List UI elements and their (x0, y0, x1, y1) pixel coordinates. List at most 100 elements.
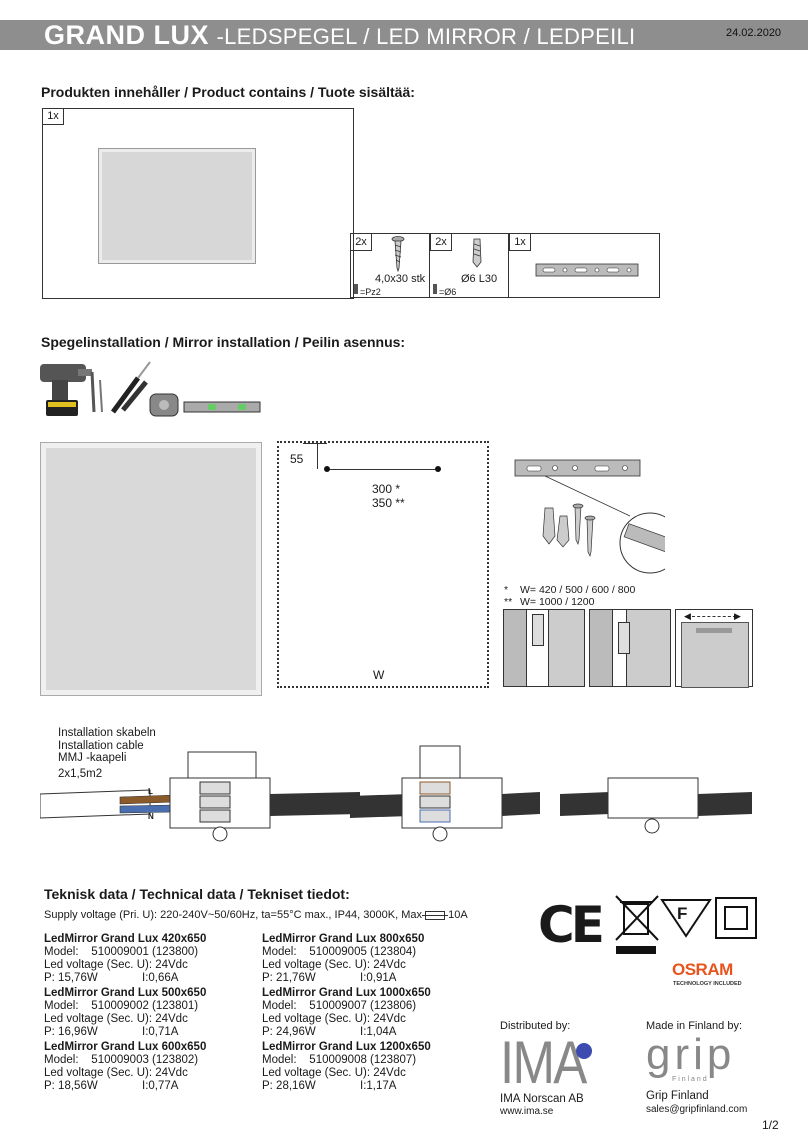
ima-logo: IMA (500, 1029, 587, 1096)
spec-block-3: LedMirror Grand Lux 600x650 Model: 51000… (44, 1041, 254, 1093)
mount-step-2 (589, 609, 671, 687)
dim-300: 300 * (372, 482, 401, 496)
spec-block-2: LedMirror Grand Lux 500x650 Model: 51000… (44, 987, 254, 1039)
page-title: GRAND LUX -LEDSPEGEL / LED MIRROR / LEDP… (44, 19, 635, 53)
fuse-icon (422, 910, 449, 920)
drill-hole-marker (324, 466, 330, 472)
page-number: 1/2 (762, 1118, 779, 1132)
distributed-label: Distributed by: (500, 1020, 571, 1032)
model-current: I:0,66A (142, 972, 179, 984)
model-power: P: 28,16W (262, 1080, 316, 1092)
drill-icon (40, 364, 92, 416)
cable-notes: Installation skabeln Installation cable … (58, 727, 156, 780)
arrow-left-icon: ◀ (684, 611, 691, 621)
model-current: I:0,77A (142, 1080, 179, 1092)
contents-title: Produkten innehåller / Product contains … (41, 84, 415, 100)
tools-illustration (40, 361, 261, 417)
class2-icon (715, 897, 757, 939)
made-by-label: Made in Finland by: (646, 1020, 742, 1032)
model-current: I:0,91A (360, 972, 397, 984)
installation-title: Spegelinstallation / Mirror installation… (41, 334, 406, 350)
mount-step-1 (503, 609, 585, 687)
tech-title: Teknisk data / Technical data / Tekniset… (44, 886, 350, 902)
dim-line (326, 469, 438, 470)
model-led: Led voltage (Sec. U): 24Vdc (262, 1013, 406, 1025)
model-led: Led voltage (Sec. U): 24Vdc (44, 1013, 188, 1025)
note1: W= 420 / 500 / 600 / 800 (520, 584, 636, 596)
model-current: I:0,71A (142, 1026, 179, 1038)
tape-measure-icon (149, 393, 179, 417)
plugs-note: =Ø6 (439, 287, 457, 297)
note2-mark: ** (504, 596, 513, 608)
model-led: Led voltage (Sec. U): 24Vdc (262, 959, 406, 971)
grip-logo: grip (646, 1030, 736, 1079)
wire-l-label: L (148, 787, 153, 796)
wire-n-label: N (148, 812, 154, 821)
dim-line (317, 443, 318, 469)
wall-outline (277, 441, 489, 688)
distributor-company: IMA Norscan AB (500, 1093, 584, 1105)
ima-logo-dot (576, 1043, 592, 1059)
model-power: P: 18,56W (44, 1080, 98, 1092)
drill-bits-icon (90, 371, 103, 413)
model-number: Model: 510009001 (123800) (44, 946, 199, 958)
mirror-qty: 1x (43, 109, 64, 125)
osram-sub: TECHNOLOGY INCLUDED (673, 981, 742, 987)
grip-logo-sub: F i n l a n d (672, 1076, 707, 1083)
bracket-icon (535, 263, 639, 277)
spirit-level-icon (183, 401, 261, 413)
screwdrivers-icon (110, 361, 151, 414)
drill-bit-icon (433, 284, 437, 294)
dim-55: 55 (290, 452, 304, 466)
screwdriver-icon (354, 284, 358, 294)
arrow-right-icon: ▶ (734, 611, 741, 621)
bracket-detail-illustration (514, 459, 665, 574)
supply-voltage: Supply voltage (Pri. U): 220-240V~50/60H… (44, 909, 468, 921)
cable-line-3: MMJ -kaapeli (58, 752, 127, 764)
hardware-box: 2x 4,0x30 stk =Pz2 2x Ø6 L30 =Ø6 1x (350, 233, 660, 298)
dim-350: 350 ** (372, 496, 405, 510)
model-name: LedMirror Grand Lux 420x650 (44, 933, 207, 945)
cable-line-1: Installation skabeln (58, 727, 156, 739)
cable-line-4: 2x1,5m2 (58, 767, 103, 780)
screws-note: =Pz2 (360, 287, 381, 297)
model-number: Model: 510009008 (123807) (262, 1054, 417, 1066)
model-number: Model: 510009003 (123802) (44, 1054, 199, 1066)
maker-company: Grip Finland (646, 1090, 709, 1102)
model-power: P: 16,96W (44, 1026, 98, 1038)
f-mark-icon (660, 899, 712, 938)
wiring-illustration (40, 745, 752, 842)
osram-logo: OSRAM (672, 960, 733, 979)
mirror-contents-box: 1x (42, 108, 354, 299)
note1-mark: * (504, 584, 509, 596)
cable-line-2: Installation cable (58, 739, 144, 752)
screws-qty: 2x (351, 234, 372, 251)
note2: W= 1000 / 1200 (520, 596, 595, 608)
model-name: LedMirror Grand Lux 1000x650 (262, 987, 431, 999)
model-number: Model: 510009002 (123801) (44, 1000, 199, 1012)
mirror-front-view (41, 443, 261, 695)
supply-text: Supply voltage (Pri. U): 220-240V~50/60H… (44, 909, 422, 921)
model-name: LedMirror Grand Lux 500x650 (44, 987, 207, 999)
bracket-qty: 1x (509, 234, 531, 251)
drill-hole-marker (435, 466, 441, 472)
ce-mark: CE (538, 896, 605, 954)
spec-block-6: LedMirror Grand Lux 1200x650 Model: 5100… (262, 1041, 482, 1093)
model-led: Led voltage (Sec. U): 24Vdc (44, 1067, 188, 1079)
divider (429, 234, 430, 297)
product-subtitle: -LEDSPEGEL / LED MIRROR / LEDPEILI (216, 24, 636, 49)
wall-plug-icon (472, 238, 482, 268)
screws-label: 4,0x30 stk (375, 273, 426, 285)
model-number: Model: 510009005 (123804) (262, 946, 417, 958)
spec-block-4: LedMirror Grand Lux 800x650 Model: 51000… (262, 933, 482, 985)
model-name: LedMirror Grand Lux 1200x650 (262, 1041, 431, 1053)
width-notes: * W= 420 / 500 / 600 / 800 ** W= 1000 / 12… (504, 584, 635, 608)
plugs-qty: 2x (430, 234, 452, 251)
model-power: P: 15,76W (44, 972, 98, 984)
weee-bin-icon (615, 895, 659, 954)
model-current: I:1,04A (360, 1026, 397, 1038)
model-number: Model: 510009007 (123806) (262, 1000, 417, 1012)
document-date: 24.02.2020 (726, 27, 782, 39)
screw-icon (391, 236, 405, 272)
dim-w: W (373, 668, 385, 682)
